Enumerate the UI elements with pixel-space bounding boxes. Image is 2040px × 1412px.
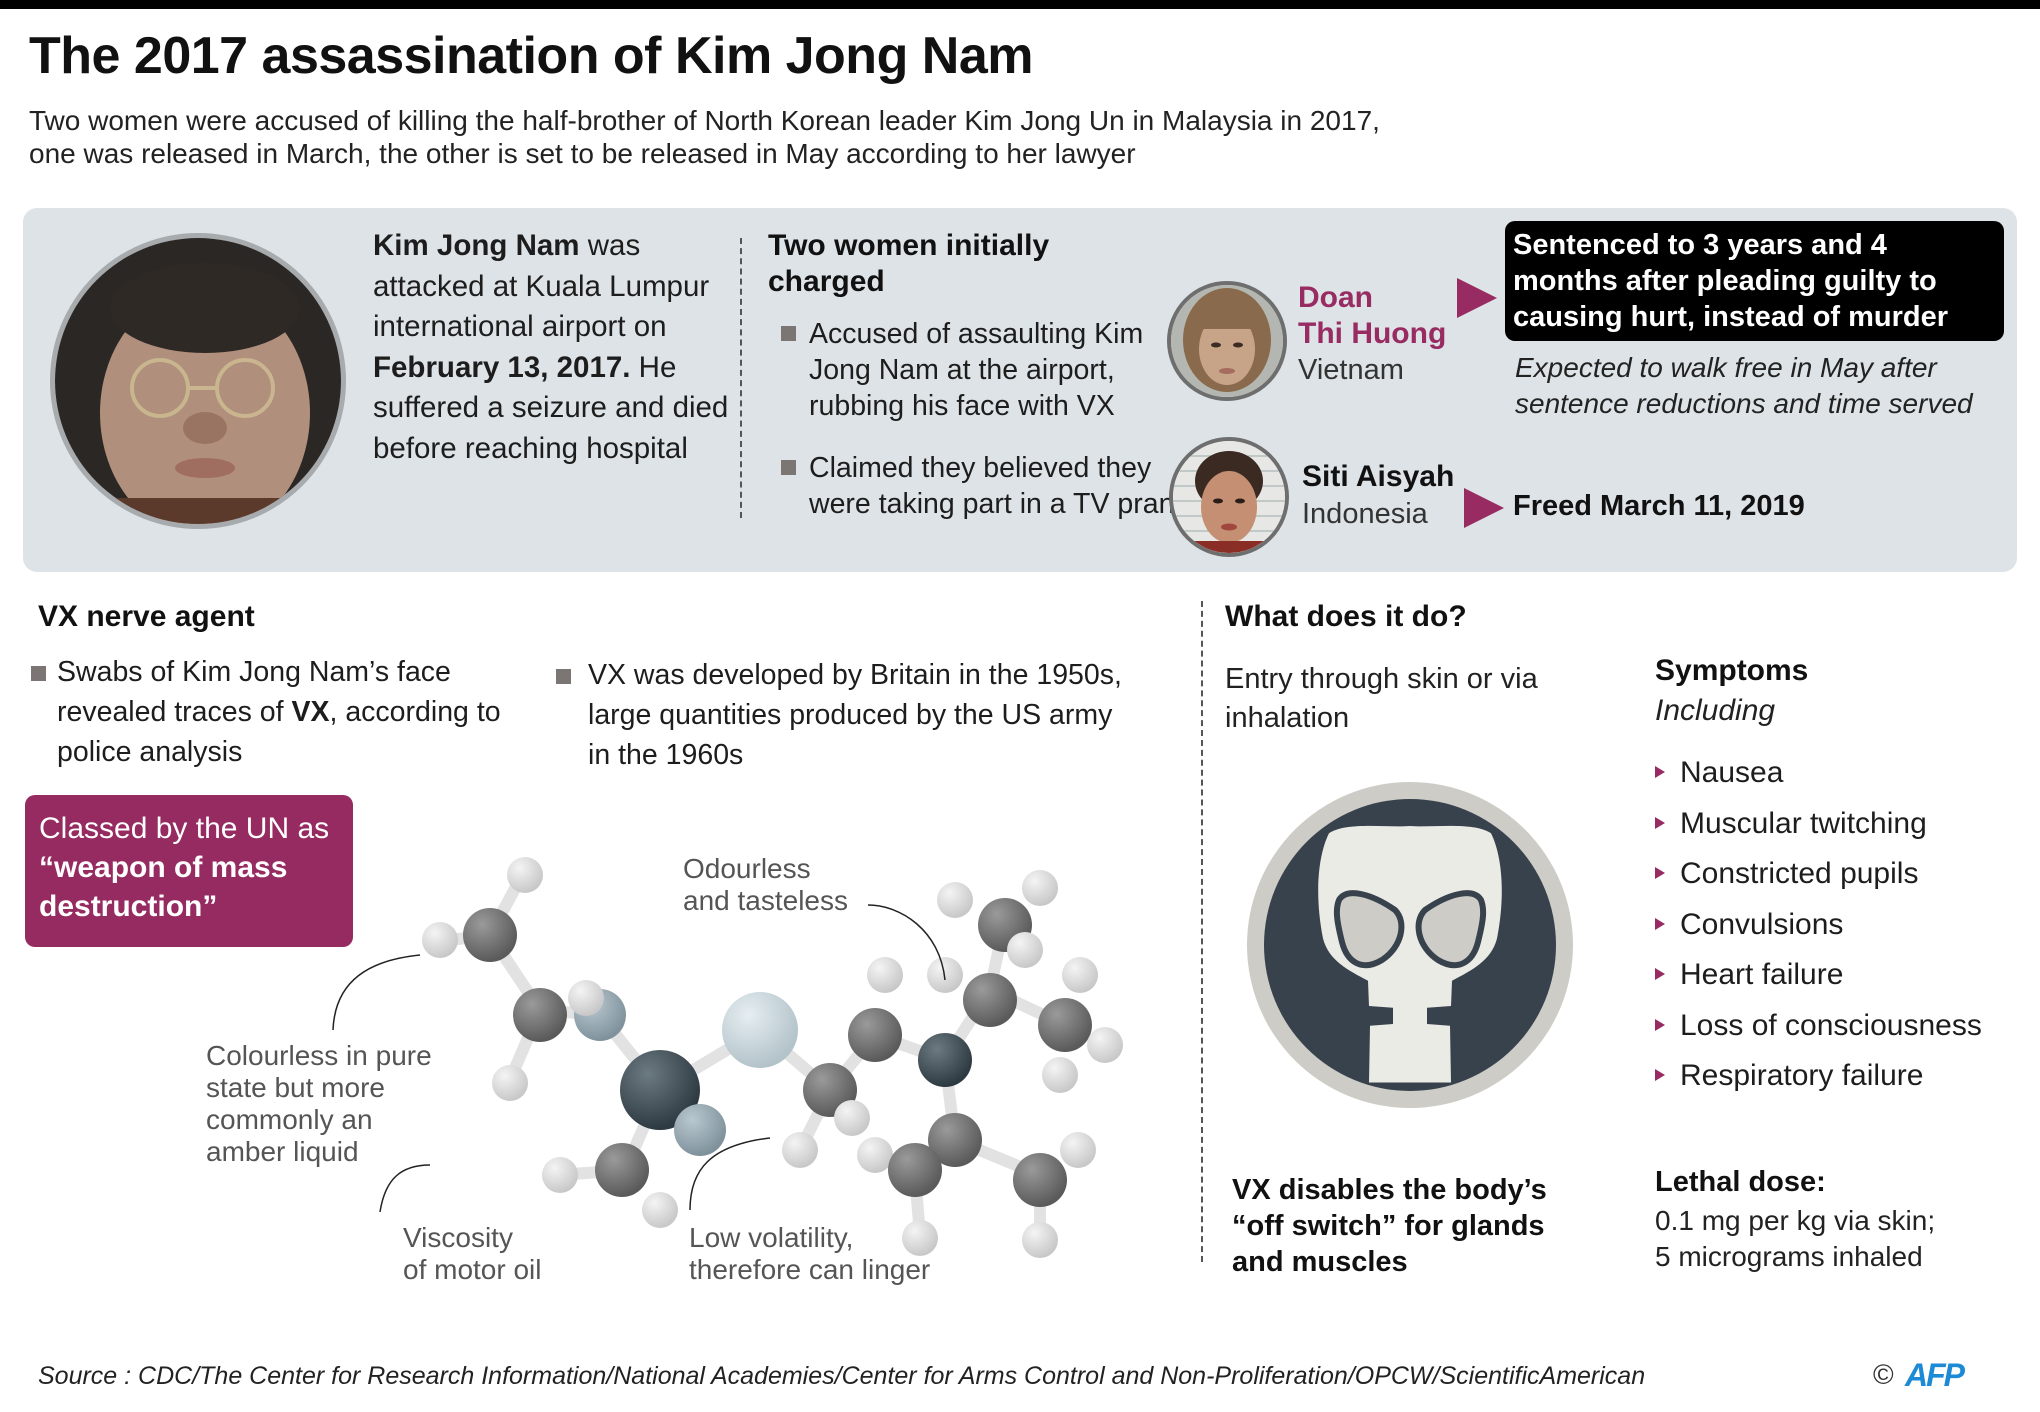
suspects-heading: Two women initially charged (768, 229, 1050, 298)
vx-molecule-illustration (332, 857, 1123, 1258)
entry-route: Entry through skin or via inhalation (1225, 663, 1538, 734)
effects-heading: What does it do? (1225, 600, 1467, 633)
symptom-text: Loss of consciousness (1680, 1008, 1982, 1042)
annotation-line: amber liquid (206, 1136, 359, 1167)
freed-date: Freed March 11, 2019 (1513, 490, 1805, 522)
annotation-line: of motor oil (403, 1254, 542, 1285)
triangle-bullet-icon (1655, 1018, 1665, 1031)
symptom-text: Respiratory failure (1680, 1059, 1924, 1092)
suspects-bullet-2: Claimed they believed they were taking p… (781, 450, 1189, 522)
portrait-photo-icon (55, 238, 341, 524)
square-bullet-icon (781, 326, 796, 341)
symptoms-list: Nausea Muscular twitching Constricted pu… (1655, 748, 1982, 1102)
bullet-text: Swabs of Kim Jong Nam’s face revealed tr… (57, 656, 451, 728)
list-item: Heart failure (1655, 950, 1982, 1001)
un-box-line: Classed by the UN as (39, 812, 330, 845)
portrait-photo-icon (1173, 441, 1285, 553)
name-line-2: Thi Huong (1298, 317, 1447, 350)
annotation-line: Viscosity (403, 1222, 513, 1253)
list-item: Convulsions (1655, 900, 1982, 951)
bullet-text: , according to police analysis (57, 696, 501, 768)
siti-aisyah-name: Siti Aisyah (1302, 460, 1455, 493)
siti-aisyah-photo (1169, 437, 1289, 557)
portrait-photo-icon (1171, 285, 1283, 397)
un-classification-box: Classed by the UN as “weapon of mass des… (25, 795, 353, 947)
triangle-bullet-icon (1655, 917, 1665, 930)
square-bullet-icon (781, 460, 796, 475)
symptom-text: Convulsions (1680, 907, 1844, 941)
annotation-line: and tasteless (683, 885, 848, 916)
list-item: Respiratory failure (1655, 1051, 1982, 1102)
annotation-line: Odourless (683, 853, 811, 884)
page-title: The 2017 assassination of Kim Jong Nam (29, 27, 1034, 85)
name-line-1: Doan (1298, 281, 1373, 314)
annotation-line: therefore can linger (689, 1254, 931, 1285)
list-item: Loss of consciousness (1655, 1001, 1982, 1052)
victim-name: Kim Jong Nam (373, 229, 580, 262)
bullet-text: VX was developed by Britain in the 1950s… (588, 659, 1122, 771)
annotation-line: Colourless in pure (206, 1040, 432, 1071)
annotation-colourless: Colourless in pure state but more common… (206, 1040, 432, 1168)
triangle-bullet-icon (1655, 1069, 1665, 1081)
lethal-dose-skin: 0.1 mg per kg via skin; (1655, 1205, 1936, 1236)
list-item: Constricted pupils (1655, 849, 1982, 900)
symptom-text: Muscular twitching (1680, 806, 1927, 840)
top-bar (0, 0, 2040, 9)
lethal-dose-heading: Lethal dose: (1655, 1166, 1826, 1198)
sentence-box: Sentenced to 3 years and 4 months after … (1505, 221, 2004, 341)
square-bullet-icon (556, 669, 571, 684)
divider-dashed (1201, 601, 1203, 1262)
un-box-bold: “weapon of mass destruction” (39, 851, 288, 923)
vx-bullet-2: VX was developed by Britain in the 1950s… (556, 655, 1128, 775)
victim-text-2: He suffered a seizure and died before re… (373, 350, 729, 465)
kim-jong-nam-photo (50, 233, 346, 529)
symptom-text: Constricted pupils (1680, 857, 1919, 890)
bullet-text: Claimed they believed they were taking p… (809, 452, 1189, 520)
list-item: Muscular twitching (1655, 799, 1982, 850)
doan-country: Vietnam (1298, 354, 1404, 386)
gas-mask-icon (1247, 782, 1573, 1108)
symptom-text: Nausea (1680, 756, 1784, 789)
vx-bullet-1: Swabs of Kim Jong Nam’s face revealed tr… (31, 652, 537, 772)
doan-thi-huong-name: Doan Thi Huong (1298, 280, 1446, 352)
victim-text-1: was attacked at Kuala Lumpur internation… (373, 229, 710, 343)
copyright-symbol: © (1873, 1359, 1894, 1390)
annotation-line: Low volatility, (689, 1222, 854, 1253)
kim-jong-nam-description: Kim Jong Nam was attacked at Kuala Lumpu… (373, 226, 733, 469)
doan-thi-huong-photo (1167, 281, 1287, 401)
subtitle-line-1: Two women were accused of killing the ha… (29, 105, 1380, 136)
triangle-bullet-icon (1655, 766, 1665, 778)
triangle-bullet-icon (1655, 816, 1665, 829)
release-note: Expected to walk free in May after sente… (1515, 352, 1973, 419)
afp-logo: AFP (1905, 1357, 1965, 1393)
triangle-bullet-icon (1655, 968, 1665, 980)
source-credit: Source : CDC/The Center for Research Inf… (38, 1362, 1646, 1390)
off-switch-note: VX disables the body’s “off switch” for … (1232, 1174, 1547, 1278)
lethal-dose-inhaled: 5 micrograms inhaled (1655, 1241, 1923, 1272)
annotation-volatility: Low volatility, therefore can linger (689, 1222, 930, 1286)
lethal-dose-values: 0.1 mg per kg via skin; 5 micrograms inh… (1655, 1203, 1995, 1275)
attack-date: February 13, 2017. (373, 350, 631, 384)
symptoms-heading: Symptoms (1655, 654, 1809, 687)
arrow-right-icon (1457, 278, 1497, 318)
annotation-line: commonly an (206, 1104, 373, 1135)
arrow-right-icon (1464, 488, 1504, 528)
annotation-line: state but more (206, 1072, 385, 1103)
symptoms-subheading: Including (1655, 694, 1776, 727)
list-item: Nausea (1655, 748, 1982, 799)
suspects-bullet-1: Accused of assaulting Kim Jong Nam at th… (781, 316, 1189, 424)
symptom-text: Heart failure (1680, 958, 1844, 991)
annotation-viscosity: Viscosity of motor oil (403, 1222, 542, 1286)
triangle-bullet-icon (1655, 867, 1665, 879)
vx-bold: VX (291, 696, 330, 728)
vx-heading: VX nerve agent (38, 600, 255, 633)
square-bullet-icon (31, 666, 46, 681)
bullet-text: Accused of assaulting Kim Jong Nam at th… (809, 318, 1144, 422)
annotation-odourless: Odourless and tasteless (683, 853, 848, 917)
siti-country: Indonesia (1302, 498, 1428, 530)
divider-dashed (740, 238, 742, 518)
page-subtitle: Two women were accused of killing the ha… (29, 104, 1529, 170)
subtitle-line-2: one was released in March, the other is … (29, 138, 1136, 169)
